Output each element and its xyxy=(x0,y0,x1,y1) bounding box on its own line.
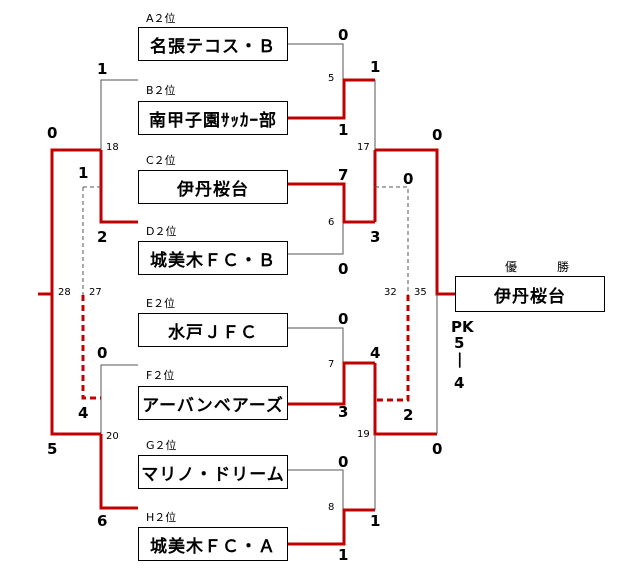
score-m32-bot: 2 xyxy=(403,406,414,424)
score-m28-top: 0 xyxy=(47,124,58,142)
score-m35-bot: 0 xyxy=(432,440,443,458)
score-m35-top: 0 xyxy=(432,126,443,144)
score-m19-bot: 1 xyxy=(370,512,381,530)
match-number-5: 5 xyxy=(328,73,335,84)
score-m5-a: 0 xyxy=(338,26,349,44)
seed-c: C２位 xyxy=(146,154,176,167)
match-number-27: 27 xyxy=(89,287,102,298)
score-m18-top: 1 xyxy=(97,60,108,78)
team-box-b: 南甲子園ｻｯｶｰ部 xyxy=(138,101,288,135)
match-number-17: 17 xyxy=(357,142,370,153)
match-number-19: 19 xyxy=(357,429,370,440)
match-number-6: 6 xyxy=(328,217,335,228)
score-m7-e: 0 xyxy=(338,310,349,328)
score-m27-bot: 4 xyxy=(78,404,89,422)
score-m32-top: 0 xyxy=(403,170,414,188)
pk-dash: | xyxy=(457,350,463,368)
seed-h: H２位 xyxy=(146,511,177,524)
match-number-35: 35 xyxy=(414,287,427,298)
score-m19-top: 4 xyxy=(370,344,381,362)
pk-score-bottom: 4 xyxy=(454,374,465,392)
match-number-28: 28 xyxy=(58,287,71,298)
score-m18-bot: 2 xyxy=(97,228,108,246)
seed-f: F２位 xyxy=(146,369,175,382)
pk-score-top: 5 xyxy=(454,334,465,352)
team-box-a: 名張テコス・Ｂ xyxy=(138,27,288,61)
score-m8-h: 1 xyxy=(338,546,349,564)
team-box-g: マリノ・ドリーム xyxy=(138,455,288,489)
score-m5-b: 1 xyxy=(338,121,349,139)
pk-label: PK xyxy=(451,318,474,336)
score-m17-bot: 3 xyxy=(370,228,381,246)
score-m6-d: 0 xyxy=(338,260,349,278)
match-number-7: 7 xyxy=(328,359,335,370)
team-box-d: 城美木ＦＣ・Ｂ xyxy=(138,241,288,275)
score-m27-top: 1 xyxy=(78,164,89,182)
team-box-c: 伊丹桜台 xyxy=(138,170,288,204)
match-number-8: 8 xyxy=(328,502,335,513)
match-number-18: 18 xyxy=(106,142,119,153)
score-m20-top: 0 xyxy=(97,344,108,362)
champion-label: 優 勝 xyxy=(505,260,584,274)
score-m28-bot: 5 xyxy=(47,440,58,458)
score-m20-bot: 6 xyxy=(97,512,108,530)
score-m7-f: 3 xyxy=(338,403,349,421)
champion-box: 伊丹桜台 xyxy=(455,276,605,312)
seed-d: D２位 xyxy=(146,225,177,238)
team-box-e: 水戸ＪＦＣ xyxy=(138,313,288,347)
match-number-32: 32 xyxy=(384,287,397,298)
score-m17-top: 1 xyxy=(370,58,381,76)
team-box-f: アーバンベアーズ xyxy=(138,386,288,420)
seed-b: B２位 xyxy=(146,84,176,97)
seed-g: G２位 xyxy=(146,439,177,452)
score-m6-c: 7 xyxy=(338,166,349,184)
seed-a: A２位 xyxy=(146,12,176,25)
seed-e: E２位 xyxy=(146,297,175,310)
score-m8-g: 0 xyxy=(338,453,349,471)
team-box-h: 城美木ＦＣ・Ａ xyxy=(138,527,288,561)
match-number-20: 20 xyxy=(106,431,119,442)
